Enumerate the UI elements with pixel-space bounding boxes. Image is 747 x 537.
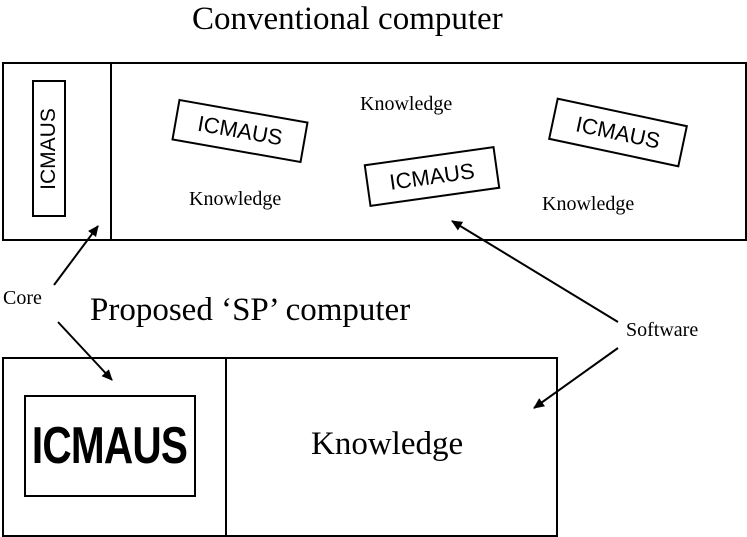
conventional-divider [110, 62, 112, 241]
conventional-icmaus-label-2: ICMAUS [387, 157, 477, 195]
conventional-knowledge-3: Knowledge [542, 193, 635, 215]
proposed-divider [225, 357, 227, 537]
conventional-core-icmaus-box: ICMAUS [32, 80, 66, 217]
core-label: Core [3, 287, 42, 309]
conventional-knowledge-1: Knowledge [360, 93, 453, 115]
conventional-title: Conventional computer [192, 1, 503, 37]
conventional-icmaus-label-1: ICMAUS [195, 110, 285, 151]
proposed-knowledge-label: Knowledge [311, 426, 464, 462]
conventional-core-icmaus-label: ICMAUS [37, 107, 60, 190]
conventional-knowledge-2: Knowledge [189, 188, 282, 210]
proposed-core-icmaus-label: ICMAUS [32, 417, 188, 475]
proposed-title: Proposed ‘SP’ computer [90, 292, 411, 328]
software-label: Software [626, 319, 699, 341]
proposed-core-icmaus-box: ICMAUS [24, 395, 196, 497]
conventional-icmaus-label-3: ICMAUS [573, 110, 663, 154]
